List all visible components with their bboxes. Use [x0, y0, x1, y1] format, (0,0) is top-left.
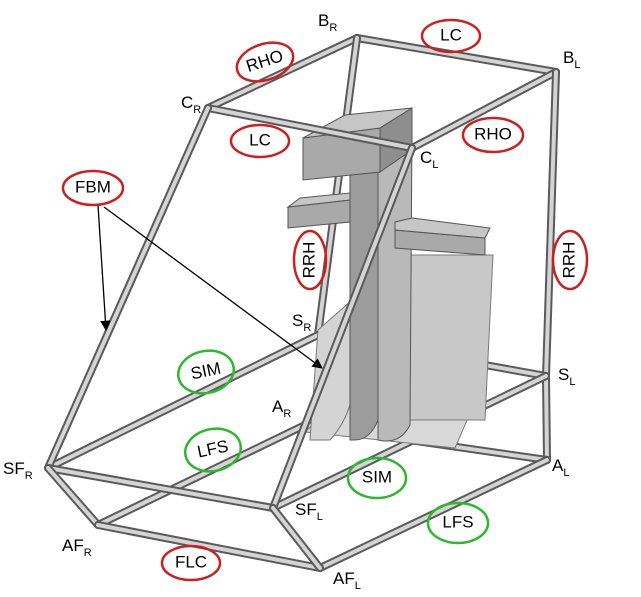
frame-bar-afr-afl [96, 523, 322, 570]
frame-bar-br-sr [316, 36, 359, 337]
tag-sim-right: SIM [346, 456, 408, 500]
arrow-icon [97, 204, 111, 332]
seat-back-plate [409, 254, 494, 421]
node-label-bl: BL [563, 48, 580, 71]
frame-bar-sfr-afr [46, 466, 100, 527]
node-label-ar: AR [272, 397, 291, 420]
arrow-icon [103, 206, 323, 369]
tag-lc-mid: LC [229, 123, 291, 159]
fbm-arrows [97, 204, 323, 369]
frame-front-bars [44, 104, 416, 572]
member-tags: RHO LC LC RHO FBM RRH RRH SIM [61, 18, 589, 582]
frame-bar-cl-sfl [271, 146, 414, 510]
svg-text:SIM: SIM [362, 467, 392, 486]
node-label-afr: AFR [62, 536, 92, 559]
frame-bar-al-afl [318, 458, 549, 570]
node-label-cl: CL [420, 148, 438, 171]
svg-text:LC: LC [249, 130, 271, 149]
svg-text:LFS: LFS [442, 512, 473, 531]
tag-fbm: FBM [61, 169, 125, 207]
node-labels: BR BL CR CL SR SL AR AL SFR SFL AFR AFL [3, 11, 580, 592]
tag-rrh-right: RRH [551, 229, 589, 291]
svg-text:SIM: SIM [189, 359, 223, 384]
frame-bar-bl-cl [410, 70, 558, 150]
node-label-sr: SR [292, 311, 311, 334]
node-label-al: AL [552, 456, 569, 479]
frame-bar-bl-sl [544, 70, 558, 378]
node-label-afl: AFL [333, 569, 361, 592]
tag-lc-top: LC [420, 18, 482, 54]
seat-lower-arm-left-top [286, 192, 351, 208]
node-label-sfr: SFR [3, 459, 33, 482]
frame-bar-sl-al [544, 374, 549, 462]
seat-post-side [377, 129, 413, 442]
frame-bar-cr-sfr [46, 106, 210, 470]
svg-text:FLC: FLC [175, 552, 207, 571]
tag-flc: FLC [160, 544, 222, 582]
tag-rho-left: RHO [235, 41, 295, 83]
tag-lfs-right: LFS [426, 501, 490, 545]
frame-bar-afl-sfl [271, 506, 322, 570]
node-label-sfl: SFL [295, 500, 323, 523]
svg-text:RHO: RHO [474, 124, 512, 143]
frame-bar-sfr-sfl [46, 466, 275, 510]
svg-text:FBM: FBM [75, 177, 111, 196]
seat-lower-arm-right-top [394, 217, 491, 239]
frame-bar-cr-cl [206, 106, 414, 150]
svg-text:RRH: RRH [299, 242, 318, 279]
svg-text:RRH: RRH [559, 242, 578, 279]
tag-rho-right: RHO [461, 116, 525, 154]
frame-bar-br-bl [355, 36, 558, 74]
tag-rrh-mid: RRH [292, 229, 328, 291]
frame-bar-ar-afr [96, 423, 307, 527]
node-label-cr: CR [181, 93, 201, 116]
node-label-sl: SL [558, 365, 575, 388]
svg-text:LC: LC [440, 25, 462, 44]
frame-bar-sr-sfr [46, 333, 320, 470]
node-label-br: BR [318, 11, 337, 34]
svg-text:LFS: LFS [196, 436, 230, 461]
